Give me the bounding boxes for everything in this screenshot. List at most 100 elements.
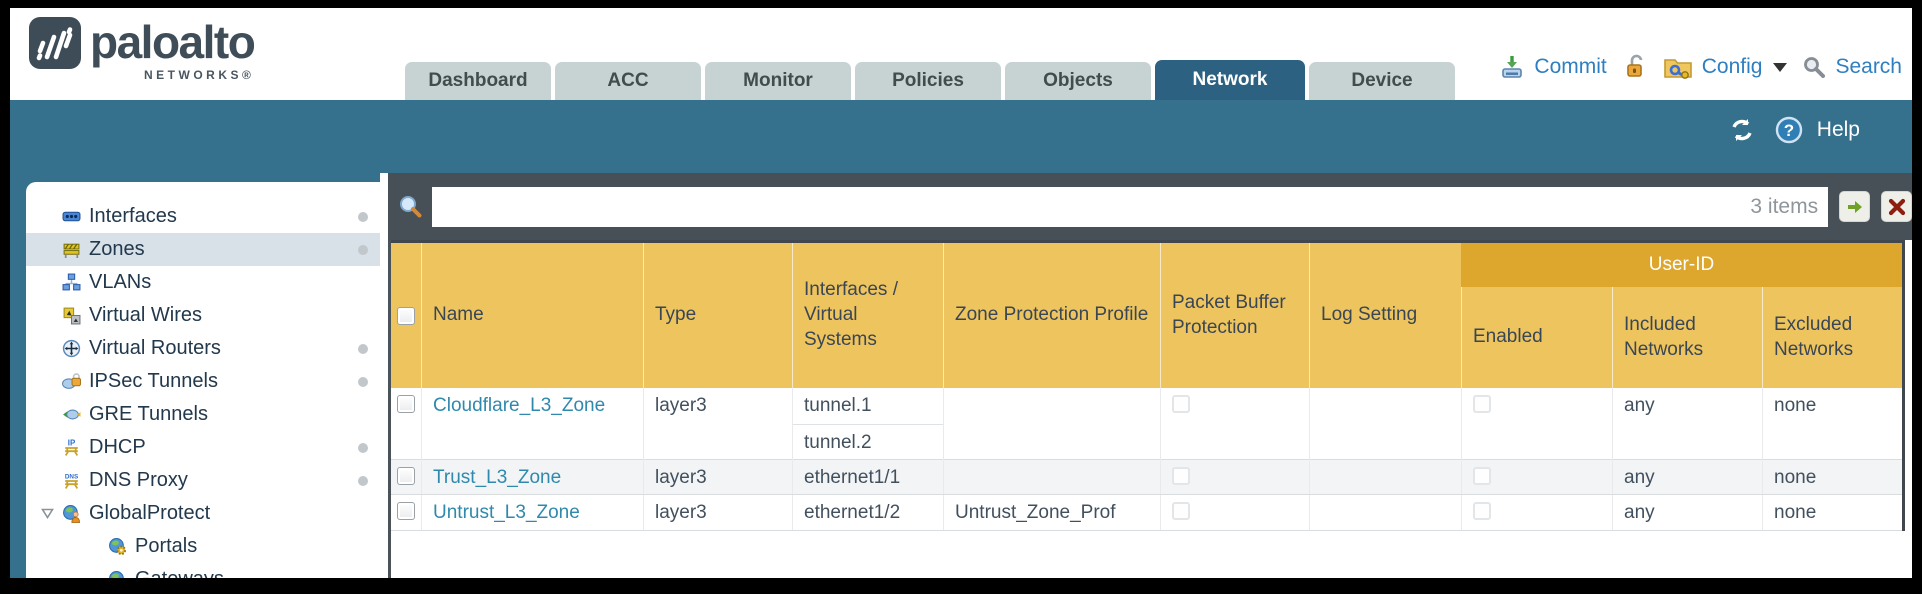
vlans-icon bbox=[62, 273, 81, 291]
user-id-enabled-checkbox[interactable] bbox=[1473, 467, 1491, 485]
zone-protection-profile-cell bbox=[943, 460, 1160, 494]
row-select-cell bbox=[391, 388, 421, 460]
config-icon[interactable] bbox=[1663, 54, 1693, 80]
help-icon[interactable]: ? bbox=[1775, 116, 1803, 144]
column-header-excluded-networks[interactable]: Excluded Networks bbox=[1762, 287, 1902, 388]
excluded-networks-cell: none bbox=[1762, 495, 1902, 530]
portals-icon bbox=[109, 538, 127, 556]
user-id-enabled-checkbox[interactable] bbox=[1473, 395, 1491, 413]
search-icon[interactable] bbox=[1802, 55, 1826, 79]
zone-name-link[interactable]: Untrust_L3_Zone bbox=[433, 502, 580, 523]
page-background: paloalto NETWORKS® Dashboard ACC Monitor… bbox=[10, 8, 1912, 578]
sidebar-item-label: Interfaces bbox=[89, 205, 177, 227]
row-checkbox[interactable] bbox=[397, 395, 415, 413]
help-label[interactable]: Help bbox=[1816, 118, 1860, 141]
filter-search-icon[interactable] bbox=[398, 194, 424, 220]
included-networks-cell: any bbox=[1612, 495, 1762, 530]
sidebar-item-label: Portals bbox=[135, 535, 198, 557]
clear-filter-button[interactable] bbox=[1881, 191, 1912, 222]
user-id-enabled-checkbox[interactable] bbox=[1473, 502, 1491, 520]
packet-buffer-checkbox[interactable] bbox=[1172, 467, 1190, 485]
packet-buffer-checkbox[interactable] bbox=[1172, 502, 1190, 520]
sidebar-item-vlans[interactable]: VLANs bbox=[26, 266, 380, 299]
column-header-packet-buffer-protection[interactable]: Packet Buffer Protection bbox=[1160, 243, 1309, 388]
sidebar-item-label: Virtual Wires bbox=[89, 304, 202, 326]
column-header-included-networks[interactable]: Included Networks bbox=[1612, 287, 1762, 388]
commit-button[interactable]: Commit bbox=[1534, 55, 1607, 78]
zone-name-link[interactable]: Trust_L3_Zone bbox=[433, 467, 562, 488]
sidebar-item-label: Virtual Routers bbox=[89, 337, 221, 359]
status-dot bbox=[358, 244, 368, 255]
tab-acc[interactable]: ACC bbox=[555, 62, 701, 100]
tab-network[interactable]: Network bbox=[1155, 60, 1305, 100]
log-setting-cell bbox=[1309, 495, 1461, 530]
zone-interfaces-cell: ethernet1/1 bbox=[792, 460, 943, 494]
tab-policies[interactable]: Policies bbox=[855, 62, 1001, 100]
sidebar-item-dhcp[interactable]: IP DHCP bbox=[26, 431, 380, 464]
column-header-type[interactable]: Type bbox=[643, 243, 792, 388]
sidebar-item-label: Zones bbox=[89, 238, 145, 260]
tab-monitor[interactable]: Monitor bbox=[705, 62, 851, 100]
sidebar-item-gateways[interactable]: Gateways bbox=[26, 563, 380, 578]
sidebar-item-zones[interactable]: Zones bbox=[26, 233, 380, 266]
main-nav-tabs: Dashboard ACC Monitor Policies Objects N… bbox=[405, 60, 1455, 100]
status-dot bbox=[358, 211, 368, 222]
column-header-log-setting[interactable]: Log Setting bbox=[1309, 243, 1461, 388]
tab-device[interactable]: Device bbox=[1309, 62, 1455, 100]
brand-subtitle: NETWORKS® bbox=[144, 68, 255, 82]
sidebar-item-globalprotect[interactable]: GlobalProtect bbox=[26, 497, 380, 530]
sidebar-item-gre-tunnels[interactable]: GRE Tunnels bbox=[26, 398, 380, 431]
sidebar-item-ipsec-tunnels[interactable]: IPSec Tunnels bbox=[26, 365, 380, 398]
sidebar-item-label: VLANs bbox=[89, 271, 152, 293]
user-id-enabled-cell bbox=[1461, 460, 1612, 494]
dns-proxy-icon: DNS bbox=[65, 473, 78, 489]
commit-icon[interactable] bbox=[1499, 54, 1525, 80]
config-button[interactable]: Config bbox=[1701, 55, 1763, 78]
apply-filter-button[interactable] bbox=[1839, 191, 1871, 222]
sidebar-item-label: Gateways bbox=[135, 568, 224, 578]
included-networks-cell: any bbox=[1612, 388, 1762, 460]
select-all-checkbox[interactable] bbox=[397, 306, 415, 325]
status-dot bbox=[358, 475, 368, 486]
excluded-networks-cell: none bbox=[1762, 460, 1902, 494]
column-header-enabled[interactable]: Enabled bbox=[1461, 287, 1612, 388]
zone-type-cell: layer3 bbox=[643, 388, 792, 460]
sidebar-item-label: DNS Proxy bbox=[89, 469, 188, 491]
column-header-interfaces[interactable]: Interfaces / Virtual Systems bbox=[792, 243, 943, 388]
config-caret-icon[interactable] bbox=[1773, 62, 1788, 72]
filter-bar: 3 items bbox=[388, 173, 1912, 240]
sidebar-item-virtual-wires[interactable]: Virtual Wires bbox=[26, 299, 380, 332]
column-header-name[interactable]: Name bbox=[421, 243, 643, 388]
zone-name-link[interactable]: Cloudflare_L3_Zone bbox=[433, 395, 606, 416]
refresh-icon[interactable] bbox=[1729, 117, 1755, 143]
sidebar-item-label: IPSec Tunnels bbox=[89, 370, 218, 392]
column-header-zone-protection-profile[interactable]: Zone Protection Profile bbox=[943, 243, 1160, 388]
expander-triangle-icon[interactable] bbox=[40, 506, 55, 521]
row-checkbox[interactable] bbox=[397, 467, 415, 485]
tab-dashboard[interactable]: Dashboard bbox=[405, 62, 551, 100]
sidebar-item-label: GlobalProtect bbox=[89, 502, 211, 524]
interface-entry: tunnel.2 bbox=[793, 424, 943, 460]
column-group-user-id: User-ID bbox=[1461, 243, 1902, 287]
table-row: Cloudflare_L3_Zone layer3 tunnel.1 tunne… bbox=[391, 388, 1902, 460]
table-header: Name Type Interfaces / Virtual Systems Z… bbox=[391, 243, 1902, 388]
zones-icon bbox=[63, 243, 80, 258]
sidebar-item-interfaces[interactable]: Interfaces bbox=[26, 200, 380, 233]
filter-input[interactable] bbox=[431, 186, 1751, 227]
sidebar-item-portals[interactable]: Portals bbox=[26, 530, 380, 563]
row-checkbox[interactable] bbox=[397, 502, 415, 520]
zone-name-cell: Untrust_L3_Zone bbox=[421, 495, 643, 530]
dhcp-icon: IP bbox=[64, 438, 79, 456]
lock-icon[interactable] bbox=[1624, 54, 1648, 80]
tab-objects[interactable]: Objects bbox=[1005, 62, 1151, 100]
sidebar-item-dns-proxy[interactable]: DNS DNS Proxy bbox=[26, 464, 380, 497]
packet-buffer-checkbox[interactable] bbox=[1172, 395, 1190, 413]
top-bar: paloalto NETWORKS® Dashboard ACC Monitor… bbox=[10, 8, 1912, 100]
sidebar-item-virtual-routers[interactable]: Virtual Routers bbox=[26, 332, 380, 365]
status-dot bbox=[358, 442, 368, 453]
log-setting-cell bbox=[1309, 388, 1461, 460]
search-button[interactable]: Search bbox=[1835, 55, 1902, 78]
panel-divider bbox=[380, 173, 388, 578]
packet-buffer-protection-cell bbox=[1160, 495, 1309, 530]
